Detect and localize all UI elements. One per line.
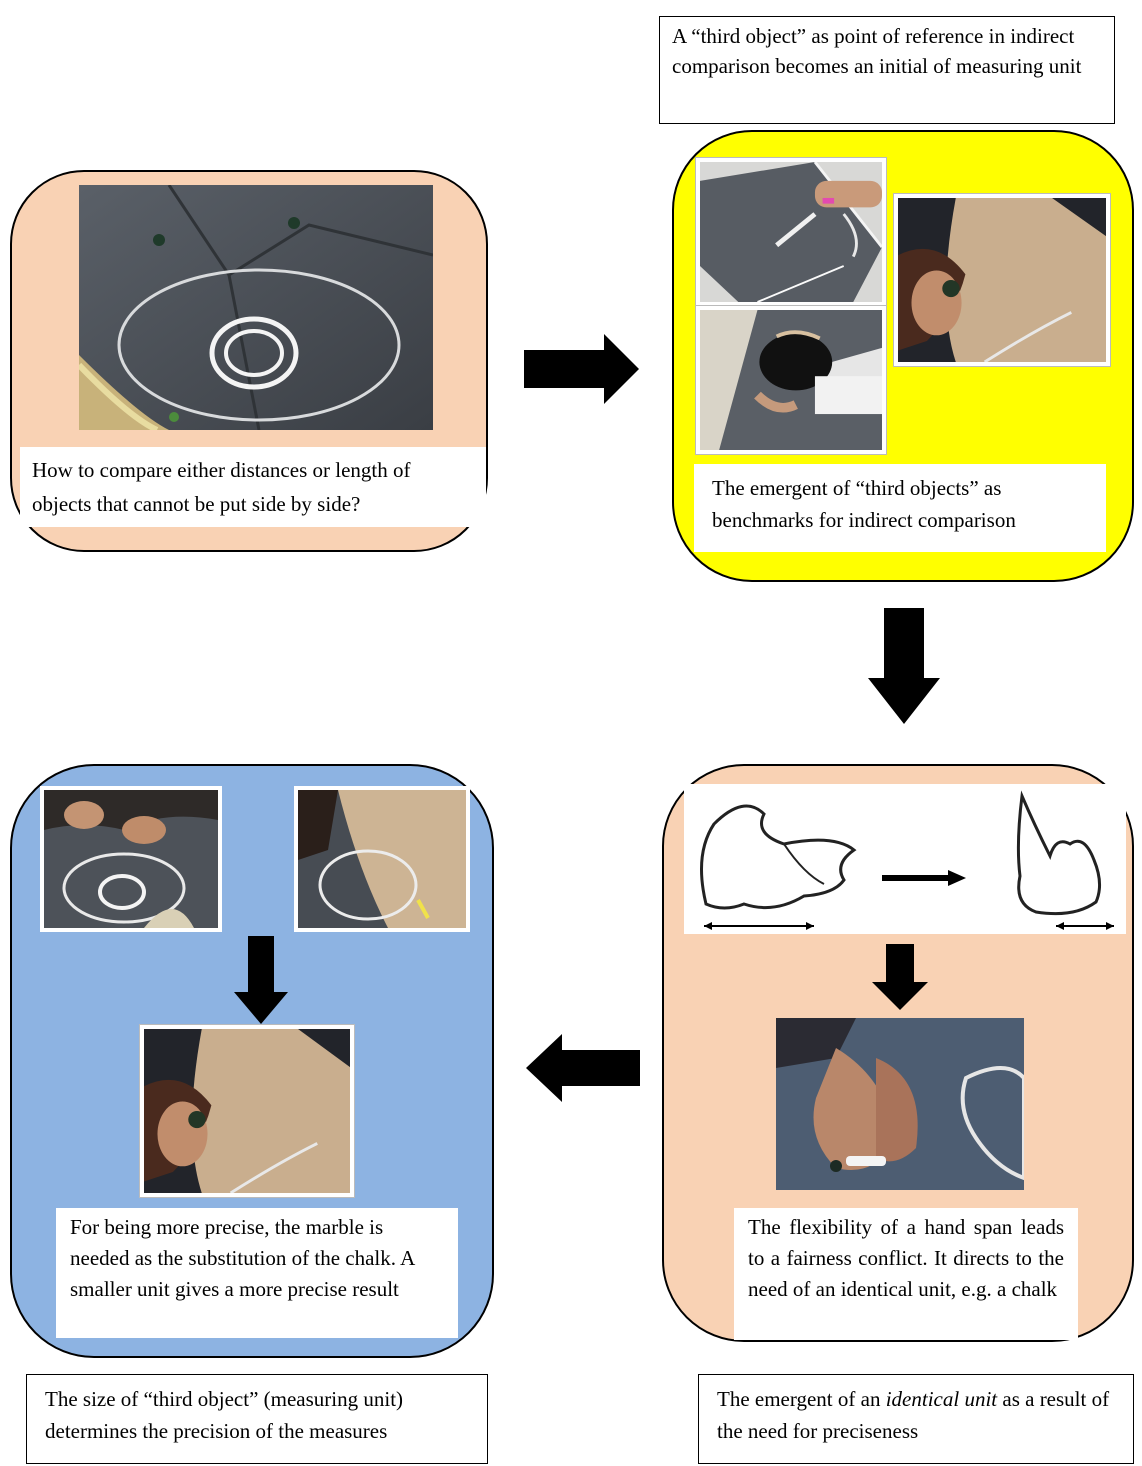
step4-photo-marble <box>140 1025 354 1197</box>
arrow-right-icon <box>520 332 642 406</box>
step1-caption: How to compare either distances or lengt… <box>20 447 486 527</box>
arrow-down-icon <box>870 942 930 1012</box>
arrow-down-icon <box>232 934 290 1026</box>
top-note-text: A “third object” as point of reference i… <box>672 24 1081 78</box>
step3-chalk-photo <box>776 1018 1024 1190</box>
step3-caption-text: The flexibility of a hand span leads to … <box>748 1215 1064 1301</box>
step4-photo-chalk-ring <box>294 786 470 932</box>
step1-chalk-circle-photo <box>79 185 433 430</box>
step2-caption: The emergent of “third objects” as bench… <box>694 464 1106 552</box>
step4-photo-circles <box>40 786 222 932</box>
arrow-down-icon <box>866 606 942 726</box>
top-note: A “third object” as point of reference i… <box>659 16 1115 124</box>
step4-caption: For being more precise, the marble is ne… <box>56 1208 458 1338</box>
bottom-left-note-text: The size of “third object” (measuring un… <box>45 1387 403 1443</box>
step2-caption-text: The emergent of “third objects” as bench… <box>712 476 1016 532</box>
bottom-left-note: The size of “third object” (measuring un… <box>26 1374 488 1464</box>
step2-photo-child <box>696 306 886 454</box>
step2-photo-drawing <box>696 158 886 306</box>
bottom-right-note-emphasis: identical unit <box>886 1387 997 1411</box>
step3-handspan-illustration <box>684 784 1126 934</box>
bottom-right-note-text: The emergent of an <box>717 1387 886 1411</box>
step2-photo-hand-marble <box>894 194 1110 366</box>
arrow-left-icon <box>524 1030 644 1106</box>
step3-caption: The flexibility of a hand span leads to … <box>734 1208 1078 1340</box>
bottom-right-note: The emergent of an identical unit as a r… <box>698 1374 1134 1464</box>
step1-caption-text: How to compare either distances or lengt… <box>32 458 410 516</box>
step4-caption-text: For being more precise, the marble is ne… <box>70 1215 414 1301</box>
